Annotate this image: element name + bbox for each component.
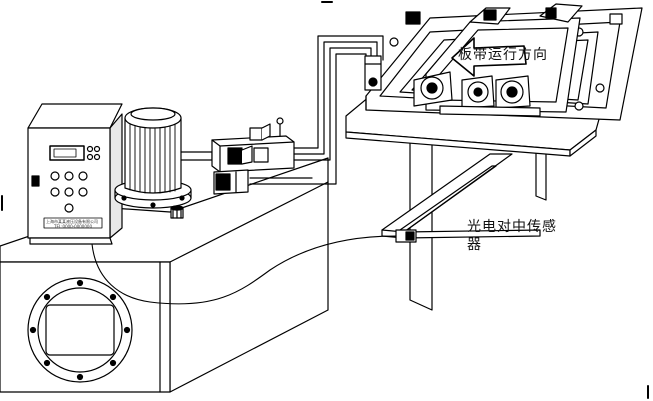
belt-direction-label: 板带运行方向 <box>458 47 548 63</box>
photoelectric-sensor-frame <box>381 153 541 243</box>
controller-nameplate-line2: TEL:0000-0000000 <box>54 224 92 229</box>
sensor-signal-cable <box>91 235 397 305</box>
control-cabinet <box>27 103 123 245</box>
electric-motor <box>114 107 192 219</box>
servo-valve-assembly <box>180 117 295 195</box>
inspection-window <box>27 277 133 383</box>
sensor-label-line2: 器 <box>467 237 482 253</box>
belt-direction-arrow <box>451 37 527 77</box>
controller-nameplate-line1: 上海市某某液压设备有限公司 <box>46 219 98 224</box>
sensor-label-line1: 光电对中传感 <box>467 219 557 235</box>
